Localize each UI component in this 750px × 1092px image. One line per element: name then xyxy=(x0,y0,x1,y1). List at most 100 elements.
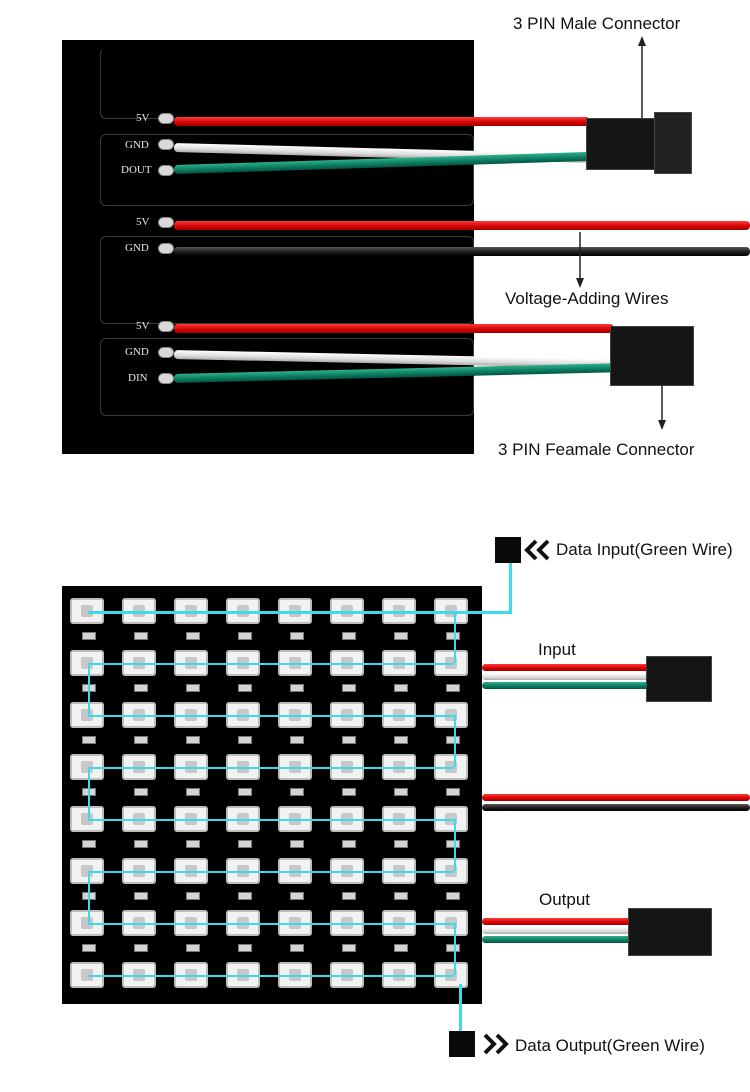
capacitor xyxy=(82,840,96,848)
input-connector xyxy=(646,656,712,702)
led-matrix-pcb xyxy=(62,586,482,1004)
capacitor xyxy=(394,736,408,744)
capacitor xyxy=(290,944,304,952)
capacitor xyxy=(342,892,356,900)
solder-pad xyxy=(158,347,174,358)
male-connector-tip xyxy=(654,112,692,174)
capacitor xyxy=(186,736,200,744)
voltage-wires-label: Voltage-Adding Wires xyxy=(505,289,669,308)
output-wire-dout xyxy=(482,936,632,943)
pin-label-5v: 5V xyxy=(136,112,150,124)
capacitor xyxy=(342,684,356,692)
capacitor xyxy=(238,632,252,640)
led-pixel xyxy=(70,702,104,728)
signal-path xyxy=(88,923,454,925)
pin-label-gnd: GND xyxy=(125,346,149,358)
data-input-path xyxy=(509,562,512,614)
wire-gnd-voltage xyxy=(174,247,750,256)
signal-path xyxy=(88,715,454,717)
signal-path xyxy=(88,975,454,977)
capacitor xyxy=(342,736,356,744)
input-wire-5v xyxy=(482,664,650,671)
solder-pad xyxy=(158,139,174,150)
signal-path xyxy=(454,715,456,767)
capacitor xyxy=(238,944,252,952)
capacitor xyxy=(290,736,304,744)
solder-pad xyxy=(158,373,174,384)
output-wire-5v xyxy=(482,918,632,925)
solder-pad xyxy=(158,113,174,124)
capacitor xyxy=(342,632,356,640)
signal-path xyxy=(454,819,456,871)
capacitor xyxy=(394,944,408,952)
capacitor xyxy=(394,840,408,848)
capacitor xyxy=(134,736,148,744)
pin-label-5v: 5V xyxy=(136,216,150,228)
capacitor xyxy=(394,632,408,640)
callout-arrows xyxy=(576,36,666,430)
led-pixel xyxy=(70,754,104,780)
pcb-trace xyxy=(100,236,474,324)
data-input-label: Data Input(Green Wire) xyxy=(556,540,733,559)
capacitor xyxy=(186,788,200,796)
capacitor xyxy=(290,684,304,692)
capacitor xyxy=(342,944,356,952)
input-label: Input xyxy=(538,640,576,659)
capacitor xyxy=(394,684,408,692)
pcb-trace xyxy=(100,134,474,206)
data-input-marker-icon xyxy=(495,537,521,563)
female-connector-label: 3 PIN Feamale Connector xyxy=(498,440,695,459)
double-chevron-left-icon xyxy=(524,539,550,561)
capacitor xyxy=(342,788,356,796)
input-wire-gnd xyxy=(482,673,650,680)
capacitor xyxy=(290,788,304,796)
power-wire-gnd xyxy=(482,804,750,811)
capacitor xyxy=(186,632,200,640)
data-output-marker-icon xyxy=(449,1031,475,1057)
wire-5v-in xyxy=(174,324,614,333)
double-chevron-right-icon xyxy=(483,1033,509,1055)
pin-label-gnd: GND xyxy=(125,242,149,254)
data-output-path xyxy=(459,984,462,1032)
wire-5v-voltage xyxy=(174,221,750,230)
signal-path xyxy=(88,871,90,923)
capacitor xyxy=(238,840,252,848)
signal-path xyxy=(88,767,90,819)
solder-pad xyxy=(158,165,174,176)
solder-pad xyxy=(158,217,174,228)
capacitor xyxy=(446,944,460,952)
output-label: Output xyxy=(539,890,591,909)
capacitor xyxy=(186,944,200,952)
capacitor xyxy=(238,788,252,796)
capacitor xyxy=(134,788,148,796)
capacitor xyxy=(186,840,200,848)
pin-label-gnd: GND xyxy=(125,139,149,151)
capacitor xyxy=(82,944,96,952)
capacitor xyxy=(238,684,252,692)
signal-path xyxy=(88,663,90,715)
output-connector xyxy=(628,908,712,956)
capacitor xyxy=(446,788,460,796)
male-connector xyxy=(586,118,658,170)
capacitor xyxy=(394,788,408,796)
capacitor xyxy=(446,736,460,744)
pin-label-dout: DOUT xyxy=(121,164,152,176)
capacitor xyxy=(82,632,96,640)
capacitor xyxy=(238,892,252,900)
capacitor xyxy=(82,736,96,744)
signal-path xyxy=(454,611,456,663)
signal-path xyxy=(454,923,456,975)
capacitor xyxy=(446,632,460,640)
capacitor xyxy=(446,892,460,900)
solder-pad xyxy=(158,321,174,332)
output-wire-gnd xyxy=(482,927,632,934)
pcb-trace xyxy=(100,338,474,416)
capacitor xyxy=(186,892,200,900)
capacitor xyxy=(290,840,304,848)
input-wire-din xyxy=(482,682,650,689)
capacitor xyxy=(446,840,460,848)
capacitor xyxy=(134,944,148,952)
capacitor xyxy=(238,736,252,744)
male-connector-label: 3 PIN Male Connector xyxy=(513,14,681,33)
capacitor xyxy=(342,840,356,848)
